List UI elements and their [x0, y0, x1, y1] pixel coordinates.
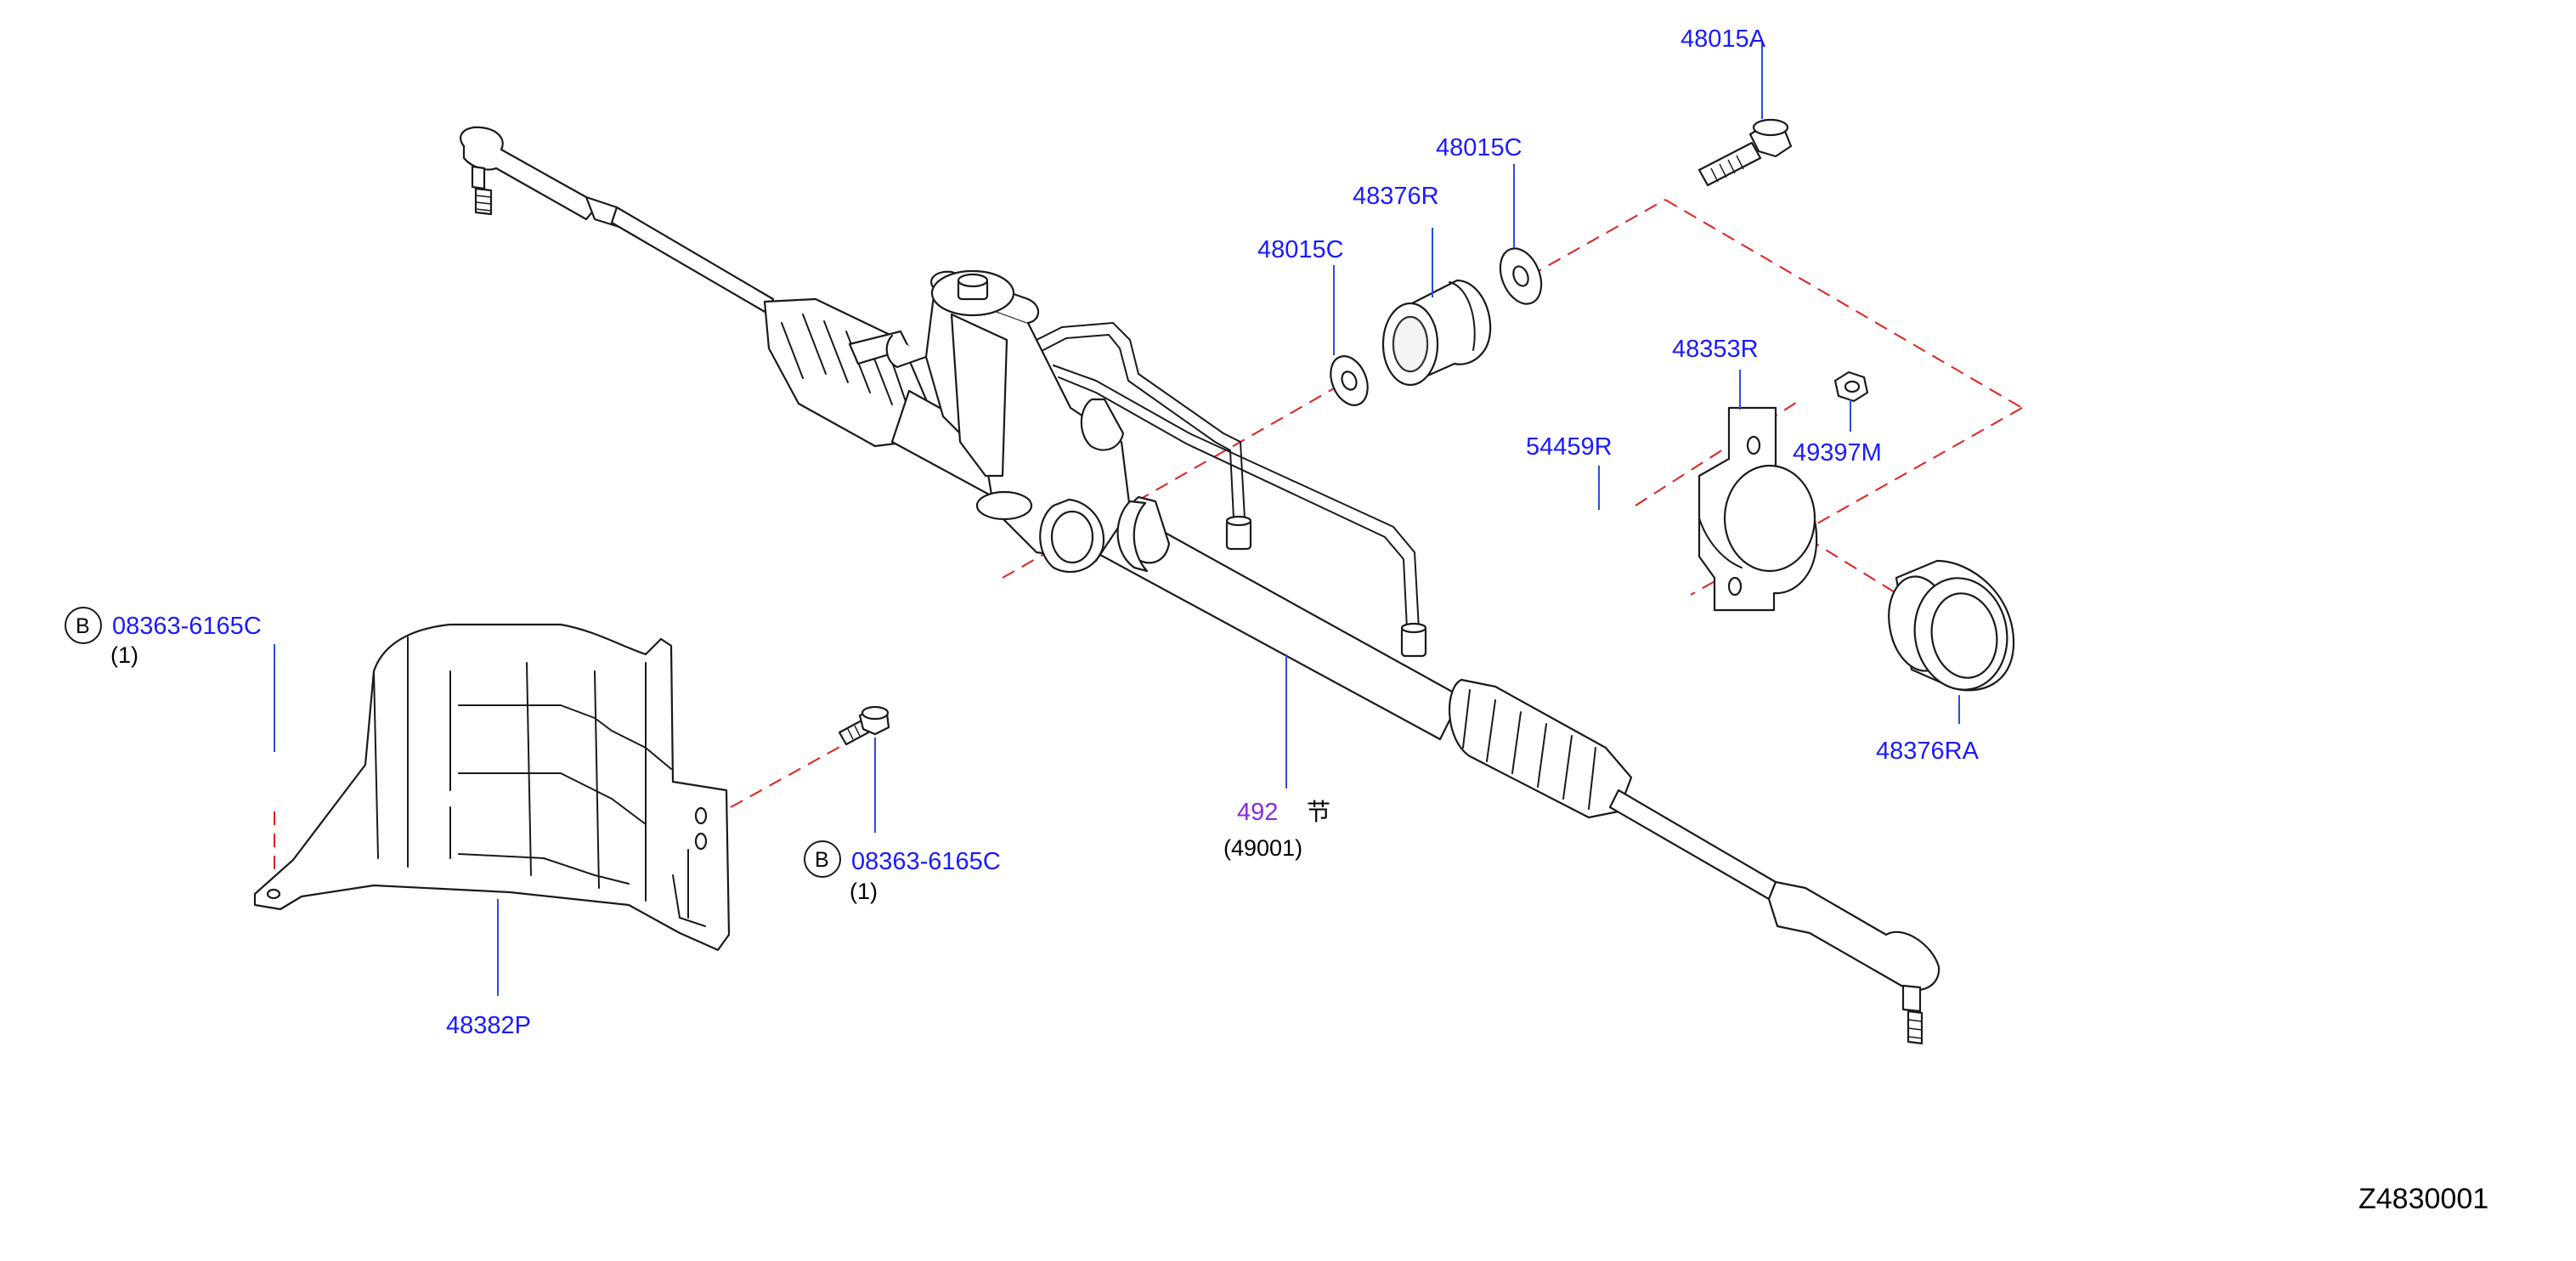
label-492-mark: 节: [1307, 798, 1330, 826]
left-tie-rod-end: [460, 126, 624, 229]
right-tie-rod: [1608, 789, 1777, 901]
part-labels: 48015A 48015C 48376R 48015C 48353R 54459…: [65, 25, 2488, 1215]
label-48376RA[interactable]: 48376RA: [1876, 738, 1980, 765]
label-08363-6165C-right[interactable]: 08363-6165C: [851, 848, 1001, 875]
label-48015C-left[interactable]: 48015C: [1257, 236, 1344, 263]
steering-gear-assembly[interactable]: [460, 126, 1940, 1045]
mount-bushing-48376R[interactable]: [1381, 279, 1492, 387]
label-48382P[interactable]: 48382P: [446, 1012, 531, 1039]
right-rack-boot: [1448, 678, 1633, 819]
rack-collar: [1116, 500, 1149, 573]
bolt-08363-6165C-right[interactable]: [838, 705, 890, 746]
callout-circle-b: [804, 840, 841, 878]
callout-circle-b: [65, 607, 102, 644]
left-tie-rod: [610, 206, 775, 314]
nut-49397M[interactable]: [1833, 370, 1869, 403]
label-54459R[interactable]: 54459R: [1526, 433, 1613, 461]
pinion-valve-housing: [848, 269, 1171, 574]
qty-left: (1): [110, 642, 138, 668]
label-492-ref: (49001): [1223, 835, 1302, 861]
bracket-48353R[interactable]: [1698, 406, 1818, 612]
bushing-48376RA[interactable]: [1882, 559, 2016, 697]
label-492[interactable]: 492: [1237, 799, 1278, 826]
bolt-48015A[interactable]: [1698, 118, 1793, 187]
callout-letter-right: B: [815, 848, 829, 872]
callout-letter-left: B: [76, 614, 90, 638]
washer-48015C-right[interactable]: [1493, 242, 1549, 310]
callout-bolt-right: B 08363-6165C (1): [804, 840, 1001, 904]
heat-shield-48382P[interactable]: [253, 623, 731, 952]
label-48353R[interactable]: 48353R: [1672, 336, 1759, 363]
label-48015C-top[interactable]: 48015C: [1436, 134, 1522, 161]
callout-bolt-left: B 08363-6165C (1): [65, 607, 262, 668]
label-48015A[interactable]: 48015A: [1681, 25, 1766, 53]
drawing-id: Z4830001: [2359, 1183, 2488, 1215]
hydraulic-lines: [1036, 322, 1427, 658]
leader-lines: [274, 42, 1960, 996]
qty-right: (1): [850, 879, 878, 904]
label-49397M[interactable]: 49397M: [1793, 439, 1882, 467]
label-08363-6165C-left[interactable]: 08363-6165C: [112, 613, 262, 640]
label-48376R[interactable]: 48376R: [1353, 183, 1439, 210]
right-tie-rod-end: [1767, 880, 1940, 1045]
washer-48015C-left[interactable]: [1324, 351, 1375, 411]
